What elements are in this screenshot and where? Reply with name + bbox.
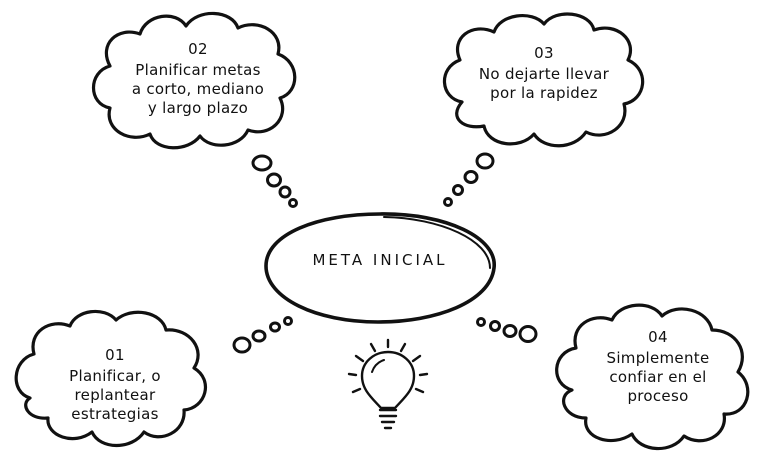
lightbulb-icon <box>347 338 429 430</box>
cloud-02-text: Planificar metas a corto, mediano y larg… <box>131 61 265 117</box>
thought-bubbles-01 <box>232 316 293 354</box>
cloud-04-label: 04 Simplemente confiar en el proceso <box>570 328 746 406</box>
cloud-02 <box>92 11 297 150</box>
cloud-03-text: No dejarte llevar por la rapidez <box>478 65 610 102</box>
cloud-03-number: 03 <box>534 44 554 62</box>
cloud-02-number: 02 <box>188 40 208 58</box>
thought-bubbles-03 <box>443 152 495 207</box>
center-label: META INICIAL <box>312 251 448 269</box>
thought-bubbles-02 <box>251 154 298 208</box>
cloud-04-text: Simplemente confiar en el proceso <box>606 349 710 405</box>
cloud-01-text: Planificar, o replantear estrategias <box>69 367 161 423</box>
cloud-01-number: 01 <box>105 346 125 364</box>
cloud-03 <box>442 12 645 148</box>
cloud-02-label: 02 Planificar metas a corto, mediano y l… <box>110 40 286 118</box>
cloud-03-label: 03 No dejarte llevar por la rapidez <box>456 44 632 103</box>
center-node <box>264 212 496 324</box>
cloud-01-label: 01 Planificar, o replantear estrategias <box>30 346 200 424</box>
cloud-04-number: 04 <box>648 328 668 346</box>
cloud-04 <box>555 303 750 451</box>
thought-bubbles-04 <box>476 317 538 343</box>
cloud-01 <box>14 309 207 447</box>
